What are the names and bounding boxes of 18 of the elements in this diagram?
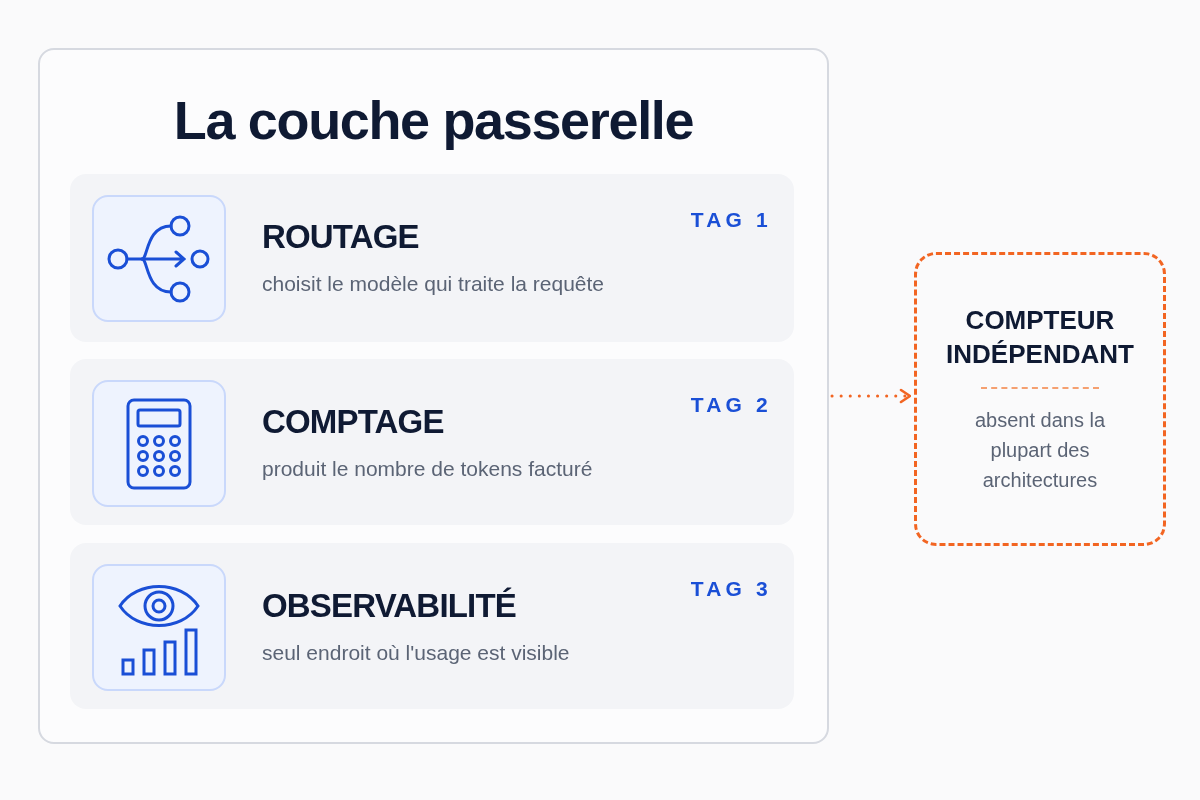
feature-title: OBSERVABILITÉ	[262, 586, 516, 626]
dotted-arrow	[830, 388, 912, 404]
dashed-box	[914, 252, 1166, 546]
feature-title: ROUTAGE	[262, 217, 419, 257]
feature-title: COMPTAGE	[262, 402, 444, 442]
tag-label: TAG 1	[690, 207, 772, 233]
tag-label: TAG 3	[690, 576, 772, 602]
feature-card	[70, 359, 794, 525]
feature-description: seul endroit où l'usage est visible	[262, 640, 570, 666]
box-heading: COMPTEUR INDÉPENDANT	[945, 304, 1135, 371]
feature-description: produit le nombre de tokens facturé	[262, 456, 593, 482]
feature-card	[70, 174, 794, 342]
tag-label: TAG 2	[690, 392, 772, 418]
title: La couche passerelle	[172, 89, 695, 152]
feature-card	[70, 543, 794, 709]
feature-description: choisit le modèle qui traite la requête	[262, 271, 605, 297]
panel	[38, 48, 829, 744]
box-description: absent dans la plupart des architectures	[973, 408, 1107, 493]
